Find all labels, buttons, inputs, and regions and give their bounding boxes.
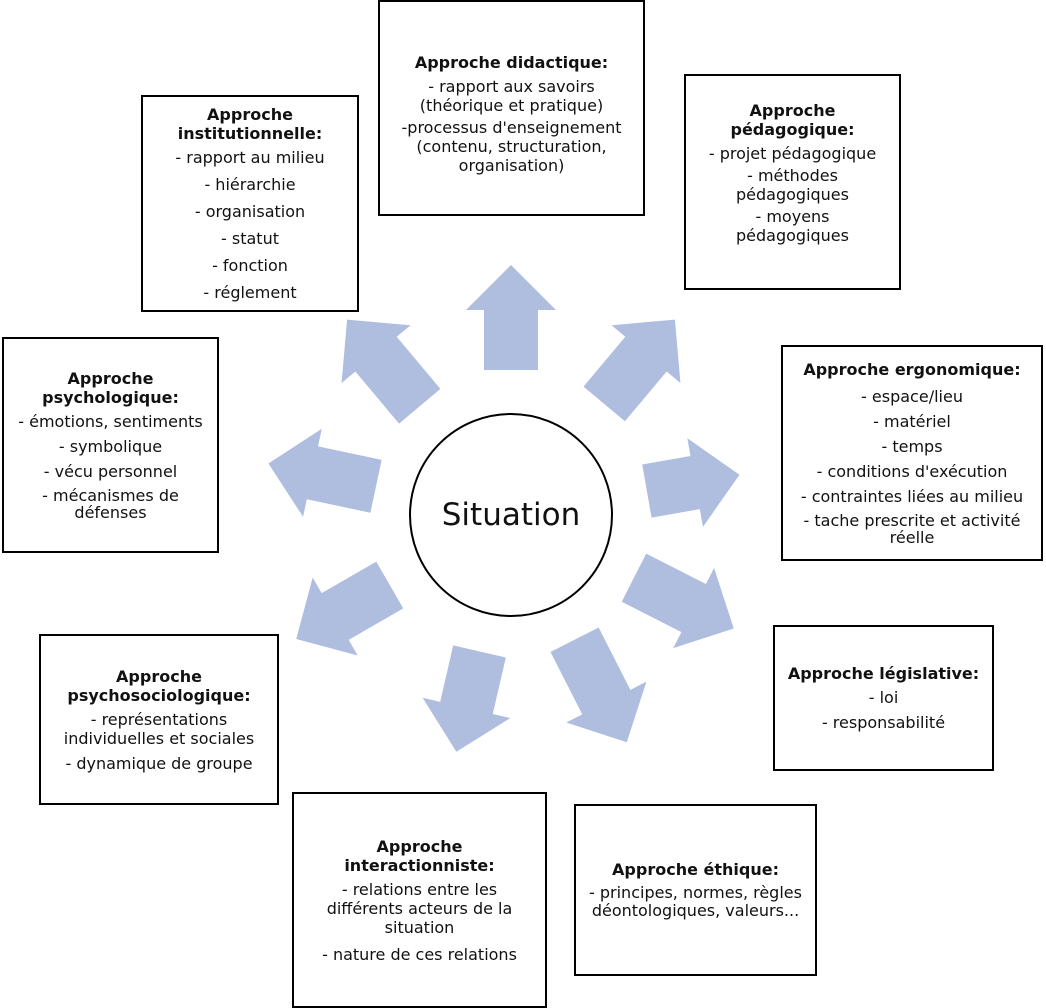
box-item: - responsabilité: [821, 713, 946, 732]
box-item: - contraintes liées au milieu: [800, 487, 1024, 506]
box-item: - matériel: [873, 412, 951, 431]
box-item: - rapport aux savoirs (théorique et prat…: [419, 77, 604, 115]
box-item: - organisation: [194, 202, 306, 221]
situation-label: Situation: [441, 497, 581, 533]
box-item: - rapport au milieu: [175, 148, 325, 167]
arrow-to-interactionniste: [422, 645, 511, 752]
box-pedagogique: Approche pédagogique: - projet pédagogiq…: [684, 74, 901, 290]
arrow-to-psychologique: [268, 428, 382, 517]
box-interactionniste: Approche interactionniste: - relations e…: [292, 792, 547, 1008]
situation-circle: Situation: [409, 413, 613, 617]
box-item: - symbolique: [58, 437, 163, 456]
box-legislative: Approche législative: - loi - responsabi…: [773, 625, 994, 771]
box-title: Approche institutionnelle:: [177, 105, 323, 143]
box-item: - dynamique de groupe: [65, 753, 253, 773]
box-item: - loi: [868, 688, 899, 707]
arrow-to-ethique: [550, 627, 647, 743]
box-psychologique: Approche psychologique: - émotions, sent…: [2, 337, 219, 553]
box-title: Approche éthique:: [612, 860, 779, 879]
box-item: - mécanismes de défenses: [42, 486, 179, 522]
box-item: - espace/lieu: [861, 387, 963, 406]
arrow-to-pedagogique: [583, 319, 681, 422]
box-item: - réglement: [203, 283, 297, 302]
box-title: Approche psychosociologique:: [67, 666, 251, 705]
box-title: Approche pédagogique:: [730, 101, 855, 139]
box-item: - hiérarchie: [204, 175, 296, 194]
box-item: - principes, normes, règles déontologiqu…: [589, 883, 802, 920]
box-title: Approche législative:: [787, 664, 980, 683]
box-item: - temps: [881, 437, 943, 456]
arrow-to-institutionnelle: [341, 319, 441, 424]
box-item: - moyens pédagogiques: [736, 207, 849, 245]
box-item: - relations entre les différents acteurs…: [326, 879, 513, 937]
box-title: Approche ergonomique:: [803, 360, 1021, 379]
arrow-to-psychosociologique: [296, 561, 404, 656]
box-title: Approche psychologique:: [42, 369, 179, 407]
box-institutionnelle: Approche institutionnelle: - rapport au …: [141, 95, 359, 312]
box-item: - méthodes pédagogiques: [736, 166, 849, 204]
box-item: - conditions d'exécution: [816, 462, 1008, 481]
arrow-to-ergonomique: [642, 438, 740, 527]
box-ergonomique: Approche ergonomique: - espace/lieu - ma…: [781, 345, 1043, 561]
box-item: - tache prescrite et activité réelle: [803, 511, 1021, 547]
box-item: - nature de ces relations: [322, 944, 517, 964]
box-item: - fonction: [212, 256, 288, 275]
box-item: - émotions, sentiments: [18, 412, 203, 431]
box-item: -processus d'enseignement (contenu, stru…: [401, 118, 622, 175]
arrow-to-didactique: [466, 265, 556, 370]
box-didactique: Approche didactique: - rapport aux savoi…: [378, 0, 645, 216]
box-item: - vécu personnel: [43, 462, 178, 481]
arrow-to-legislative: [621, 553, 734, 649]
box-item: - projet pédagogique: [708, 144, 877, 163]
box-title: Approche interactionniste:: [344, 836, 495, 875]
box-item: - représentations individuelles et socia…: [63, 709, 255, 748]
box-ethique: Approche éthique: - principes, normes, r…: [574, 804, 817, 976]
box-psychosociologique: Approche psychosociologique: - représent…: [39, 634, 279, 805]
box-title: Approche didactique:: [414, 53, 609, 72]
box-item: - statut: [221, 229, 279, 248]
